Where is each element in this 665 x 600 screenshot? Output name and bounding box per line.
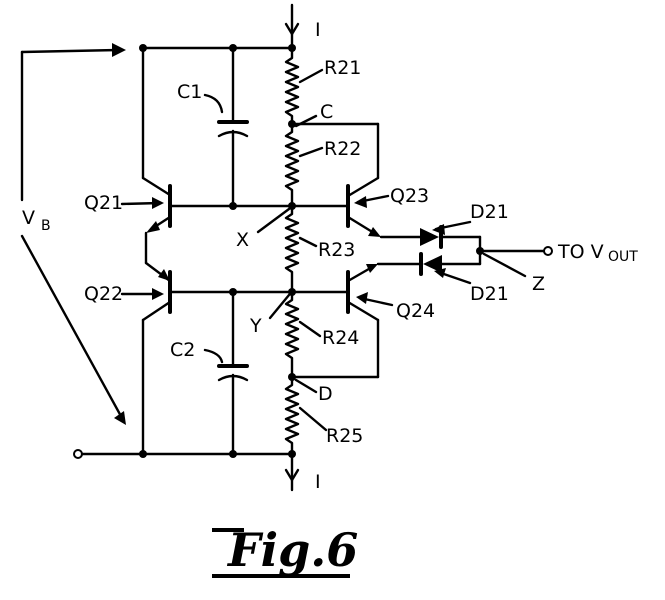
node-y-label: Y	[249, 315, 262, 337]
resistor-r25	[284, 375, 300, 456]
vout-label: TO V	[557, 241, 604, 263]
current-bottom-label: I	[315, 471, 321, 493]
output-node	[476, 235, 553, 278]
q21-label: Q21	[84, 192, 123, 214]
transistor-q21	[120, 44, 294, 233]
diode-d21-top	[420, 220, 482, 249]
top-rail	[141, 44, 294, 52]
figure-caption-text: Fig.6	[226, 523, 358, 577]
diode-d21-bottom	[419, 252, 482, 285]
q24-label: Q24	[396, 300, 435, 322]
bottom-rail	[73, 449, 294, 459]
r23-label: R23	[318, 239, 355, 261]
resistor-r22	[284, 122, 300, 208]
r24-label: R24	[322, 327, 359, 349]
transistor-q22	[120, 261, 294, 456]
q22-label: Q22	[84, 283, 123, 305]
c2-label: C2	[170, 339, 195, 361]
vb-label: V	[22, 207, 35, 229]
node-x-label: X	[236, 229, 249, 251]
c1-label: C1	[177, 81, 202, 103]
node-z-label: Z	[532, 273, 545, 295]
node-d-label: D	[318, 383, 333, 405]
current-top-label: I	[315, 19, 321, 41]
d21-bottom-label: D21	[470, 283, 509, 305]
transistor-q24	[290, 262, 422, 379]
vb-bracket	[20, 43, 126, 425]
q23-label: Q23	[390, 185, 429, 207]
resistor-r21	[284, 46, 300, 126]
vb-subscript: B	[41, 218, 51, 234]
figure-caption: Fig.6	[212, 523, 358, 578]
r22-label: R22	[324, 138, 361, 160]
r21-label: R21	[324, 57, 361, 79]
capacitor-c1	[203, 46, 249, 210]
resistor-r23	[284, 204, 300, 294]
supply-rail-top	[284, 3, 300, 52]
supply-rail-bottom	[284, 450, 300, 492]
capacitor-c2	[203, 288, 249, 456]
node-c-label: C	[320, 101, 333, 123]
vout-subscript: OUT	[608, 249, 638, 265]
d21-top-label: D21	[470, 201, 509, 223]
resistor-r24	[284, 290, 300, 379]
transistor-q23	[290, 122, 422, 239]
r25-label: R25	[326, 425, 363, 447]
label-leaders	[256, 68, 328, 432]
